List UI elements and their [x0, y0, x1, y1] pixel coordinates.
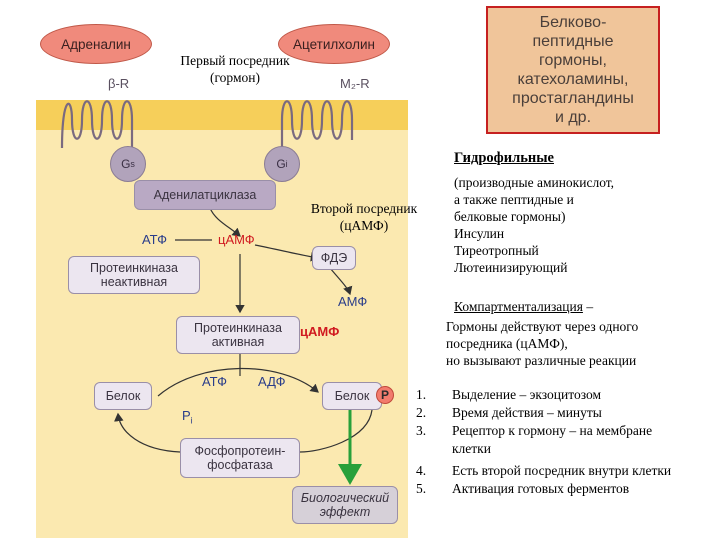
- bio-effect-line-2: эффект: [319, 505, 371, 519]
- protein-right-box: Белок: [322, 382, 382, 410]
- examples-block: (производные аминокислот, а также пептид…: [454, 174, 716, 276]
- first-messenger-label: Первый посредник (гормон): [160, 52, 310, 86]
- receptor-right-label: M₂-R: [340, 76, 370, 91]
- receptor-left-shape: [60, 100, 134, 152]
- list-item: 1. Выделение – экзоцитозом: [416, 386, 716, 403]
- pi-base: P: [182, 408, 191, 423]
- category-line-4: катехоламины,: [517, 71, 629, 88]
- list-item-text: Есть второй посредник внутри клетки: [452, 463, 672, 478]
- hormone-adrenaline-label: Адреналин: [61, 36, 131, 52]
- first-messenger-line-1: Первый посредник: [180, 53, 290, 68]
- g-protein-i-sub: i: [285, 159, 288, 169]
- list-item: 2. Время действия – минуты: [416, 404, 716, 421]
- example-line-3: белковые гормоны): [454, 209, 566, 224]
- list-item-text: Рецептор к гормону – на мембране: [452, 423, 653, 438]
- pi-label: Pi: [182, 408, 193, 426]
- list-item: 5. Активация готовых ферментов: [416, 480, 716, 497]
- category-line-1: Белково-: [539, 14, 607, 31]
- second-messenger-line-1: Второй посредник: [310, 201, 418, 216]
- pk-inactive-line-2: неактивная: [100, 275, 168, 289]
- atp-top-label: АТФ: [142, 232, 168, 247]
- list-item-text: Активация готовых ферментов: [452, 481, 630, 496]
- example-line-4: Инсулин: [454, 226, 505, 241]
- phosphate-tag: P: [376, 386, 394, 404]
- g-protein-s-sub: s: [130, 159, 135, 169]
- compart-line-1: Гормоны действуют через одного: [446, 319, 639, 334]
- list-item-num: 2.: [416, 405, 427, 420]
- phosphatase-line-1: Фосфопротеин-: [194, 444, 286, 458]
- list-item-text: Выделение – экзоцитозом: [452, 387, 601, 402]
- hormone-category-box: Белково- пептидные гормоны, катехоламины…: [486, 6, 660, 134]
- adenylate-cyclase-box: Аденилатциклаза: [134, 180, 276, 210]
- category-line-5: простагландины: [512, 90, 634, 107]
- pi-sub: i: [190, 415, 193, 426]
- category-line-2: пептидные: [532, 33, 614, 50]
- protein-left-label: Белок: [105, 389, 141, 403]
- compart-line-2: посредника (цАМФ),: [446, 336, 568, 351]
- hormone-acetylcholine-label: Ацетилхолин: [293, 36, 375, 52]
- list-item-num: 1.: [416, 387, 427, 402]
- biological-effect-box: Биологический эффект: [292, 486, 398, 524]
- first-messenger-line-2: (гормон): [209, 70, 260, 85]
- second-messenger-line-2: (цАМФ): [339, 218, 389, 233]
- list-item-text: клетки: [452, 441, 491, 456]
- camp-top-label: цАМФ: [218, 232, 255, 247]
- example-line-2: а также пептидные и: [454, 192, 574, 207]
- phosphate-tag-label: P: [380, 388, 389, 402]
- receptor-left-label: β-R: [108, 76, 130, 91]
- second-messenger-label: Второй посредник (цАМФ): [290, 200, 438, 234]
- pde-box: ФДЭ: [312, 246, 356, 270]
- example-line-1: (производные аминокислот,: [454, 175, 615, 190]
- pk-inactive-line-1: Протеинкиназа: [90, 261, 178, 275]
- g-protein-s-base: G: [121, 157, 131, 171]
- protein-kinase-active-box: Протеинкиназа активная: [176, 316, 300, 354]
- category-line-6: и др.: [554, 109, 592, 126]
- pde-label: ФДЭ: [320, 251, 348, 265]
- compart-line-3: но вызывают различные реакции: [446, 353, 637, 368]
- list-item-text: Время действия – минуты: [452, 405, 602, 420]
- hormone-acetylcholine: Ацетилхолин: [278, 24, 390, 64]
- phosphatase-line-2: фосфатаза: [207, 458, 273, 472]
- compart-heading-dash: –: [582, 299, 594, 314]
- adenylate-cyclase-label: Аденилатциклаза: [153, 188, 257, 202]
- receptor-right-shape: [280, 100, 354, 152]
- protein-kinase-inactive-box: Протеинкиназа неактивная: [68, 256, 200, 294]
- list-item: 4. Есть второй посредник внутри клетки: [416, 462, 716, 479]
- category-line-3: гормоны,: [539, 52, 607, 69]
- list-item-num: 5.: [416, 481, 427, 496]
- atp-mid-label: АТФ: [202, 374, 228, 389]
- hydrophilic-heading: Гидрофильные: [454, 150, 554, 166]
- amp-label: АМФ: [338, 294, 368, 309]
- compart-heading-text: Компартментализация: [454, 299, 583, 314]
- protein-right-label: Белок: [334, 389, 370, 403]
- example-line-6: Лютеинизирующий: [454, 260, 568, 275]
- bio-effect-line-1: Биологический: [300, 491, 390, 505]
- adp-mid-label: АДФ: [258, 374, 286, 389]
- compartmentalization-heading: Компартментализация –: [454, 298, 593, 315]
- pk-active-line-2: активная: [211, 335, 265, 349]
- list-item-num: 4.: [416, 463, 427, 478]
- phosphatase-box: Фосфопротеин- фосфатаза: [180, 438, 300, 478]
- camp-mid-label: цАМФ: [300, 324, 340, 339]
- protein-left-box: Белок: [94, 382, 152, 410]
- list-item-num: 3.: [416, 423, 427, 438]
- cell-membrane: [36, 100, 408, 130]
- compartmentalization-text: Гормоны действуют через одного посредник…: [446, 318, 716, 369]
- list-item: 3. Рецептор к гормону – на мембране: [416, 422, 716, 439]
- hormone-adrenaline: Адреналин: [40, 24, 152, 64]
- g-protein-i-base: G: [276, 157, 286, 171]
- list-item: клетки: [416, 440, 716, 457]
- pk-active-line-1: Протеинкиназа: [194, 321, 282, 335]
- example-line-5: Тиреотропный: [454, 243, 539, 258]
